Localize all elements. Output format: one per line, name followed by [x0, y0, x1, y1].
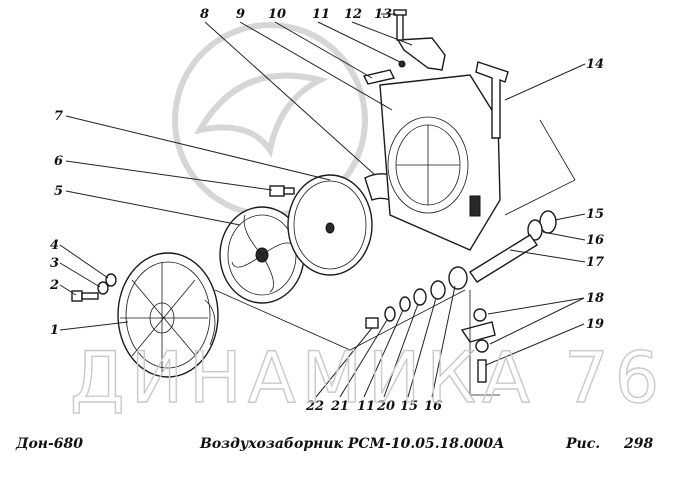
callout-1: 1 — [50, 323, 59, 338]
parts-2-4-bolt-washers — [71, 273, 117, 302]
caption-model: Дон-680 — [15, 436, 83, 452]
callout-11-bottom: 11 — [357, 399, 375, 414]
callout-15: 15 — [586, 207, 604, 222]
caption-title: Воздухозаборник РСМ-10.05.18.000А — [199, 436, 505, 452]
part-6-bolt — [269, 185, 295, 197]
callout-3: 3 — [50, 256, 59, 271]
watermark-text: ДИНАМИКА 76 — [70, 337, 665, 419]
callout-15-bottom: 15 — [400, 399, 418, 414]
callout-18: 18 — [586, 291, 604, 306]
callout-21: 21 — [330, 399, 349, 414]
callout-8: 8 — [200, 7, 209, 22]
part-10-plate — [362, 69, 396, 85]
figure-caption: Дон-680 Воздухозаборник РСМ-10.05.18.000… — [15, 436, 653, 452]
callout-6: 6 — [54, 154, 63, 169]
caption-figure-number: 298 — [623, 436, 653, 452]
callout-13: 13 — [374, 7, 392, 22]
callout-20: 20 — [376, 399, 395, 414]
callout-11: 11 — [312, 7, 330, 22]
callout-10: 10 — [268, 7, 286, 22]
callout-2: 2 — [49, 278, 59, 293]
callout-12: 12 — [344, 7, 362, 22]
parts-11-13-fasteners — [393, 9, 446, 71]
callout-16-bottom: 16 — [424, 399, 442, 414]
leader-lines — [59, 13, 586, 398]
caption-figure-label: Рис. — [565, 436, 600, 452]
callout-5: 5 — [54, 184, 63, 199]
callout-17: 17 — [586, 255, 604, 270]
part-1-grille-cover — [117, 252, 219, 378]
callout-14: 14 — [586, 57, 604, 72]
callout-16: 16 — [586, 233, 604, 248]
part-7-screen-disc — [287, 174, 373, 276]
part-14-handle — [475, 61, 509, 139]
callout-22: 22 — [305, 399, 324, 414]
callout-9: 9 — [236, 7, 245, 22]
callout-labels: 1 2 3 4 5 6 7 8 9 10 11 12 13 14 15 16 1… — [49, 7, 604, 414]
part-9-housing — [379, 74, 501, 251]
callout-4: 4 — [50, 238, 59, 253]
parts-15-16-rings — [527, 210, 557, 241]
part-5-fan-wheel — [219, 206, 305, 304]
parts-20-22-small-parts — [365, 280, 446, 329]
part-17-shaft — [448, 234, 538, 290]
assembly-axis-lines — [214, 119, 576, 396]
callout-19: 19 — [586, 317, 604, 332]
callout-7: 7 — [54, 109, 63, 124]
